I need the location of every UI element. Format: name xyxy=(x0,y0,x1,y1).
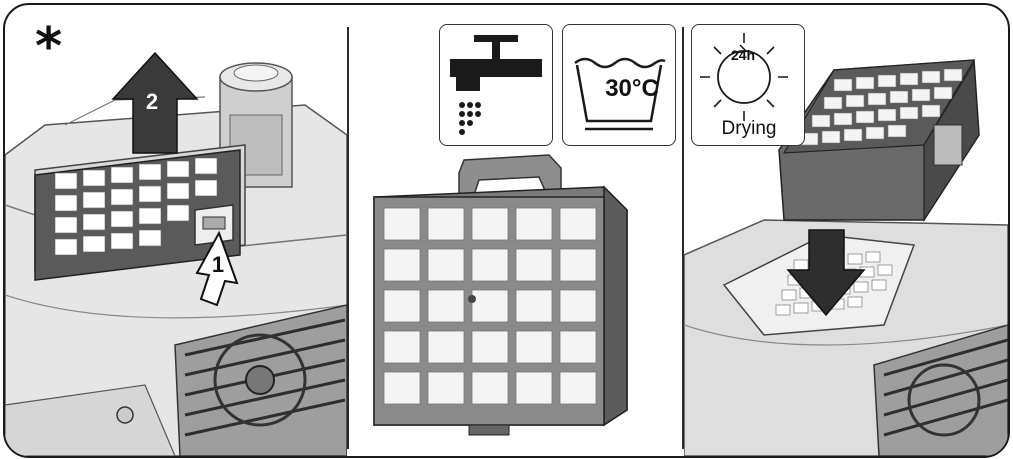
panel-remove-filter: * 2 1 xyxy=(5,5,347,456)
wash-temperature: 30°C xyxy=(588,75,676,103)
instruction-frame: * 2 1 xyxy=(3,3,1010,458)
wash-filter-grid xyxy=(384,208,596,404)
step-number-lift: 2 xyxy=(137,89,167,115)
drying-label: Drying xyxy=(694,118,804,140)
drying-duration: 24h xyxy=(723,47,763,63)
step-number-unlatch: 1 xyxy=(203,252,233,278)
water-tap-icon xyxy=(440,25,552,145)
optional-marker: * xyxy=(35,21,62,73)
rinse-icon-box xyxy=(439,24,553,146)
